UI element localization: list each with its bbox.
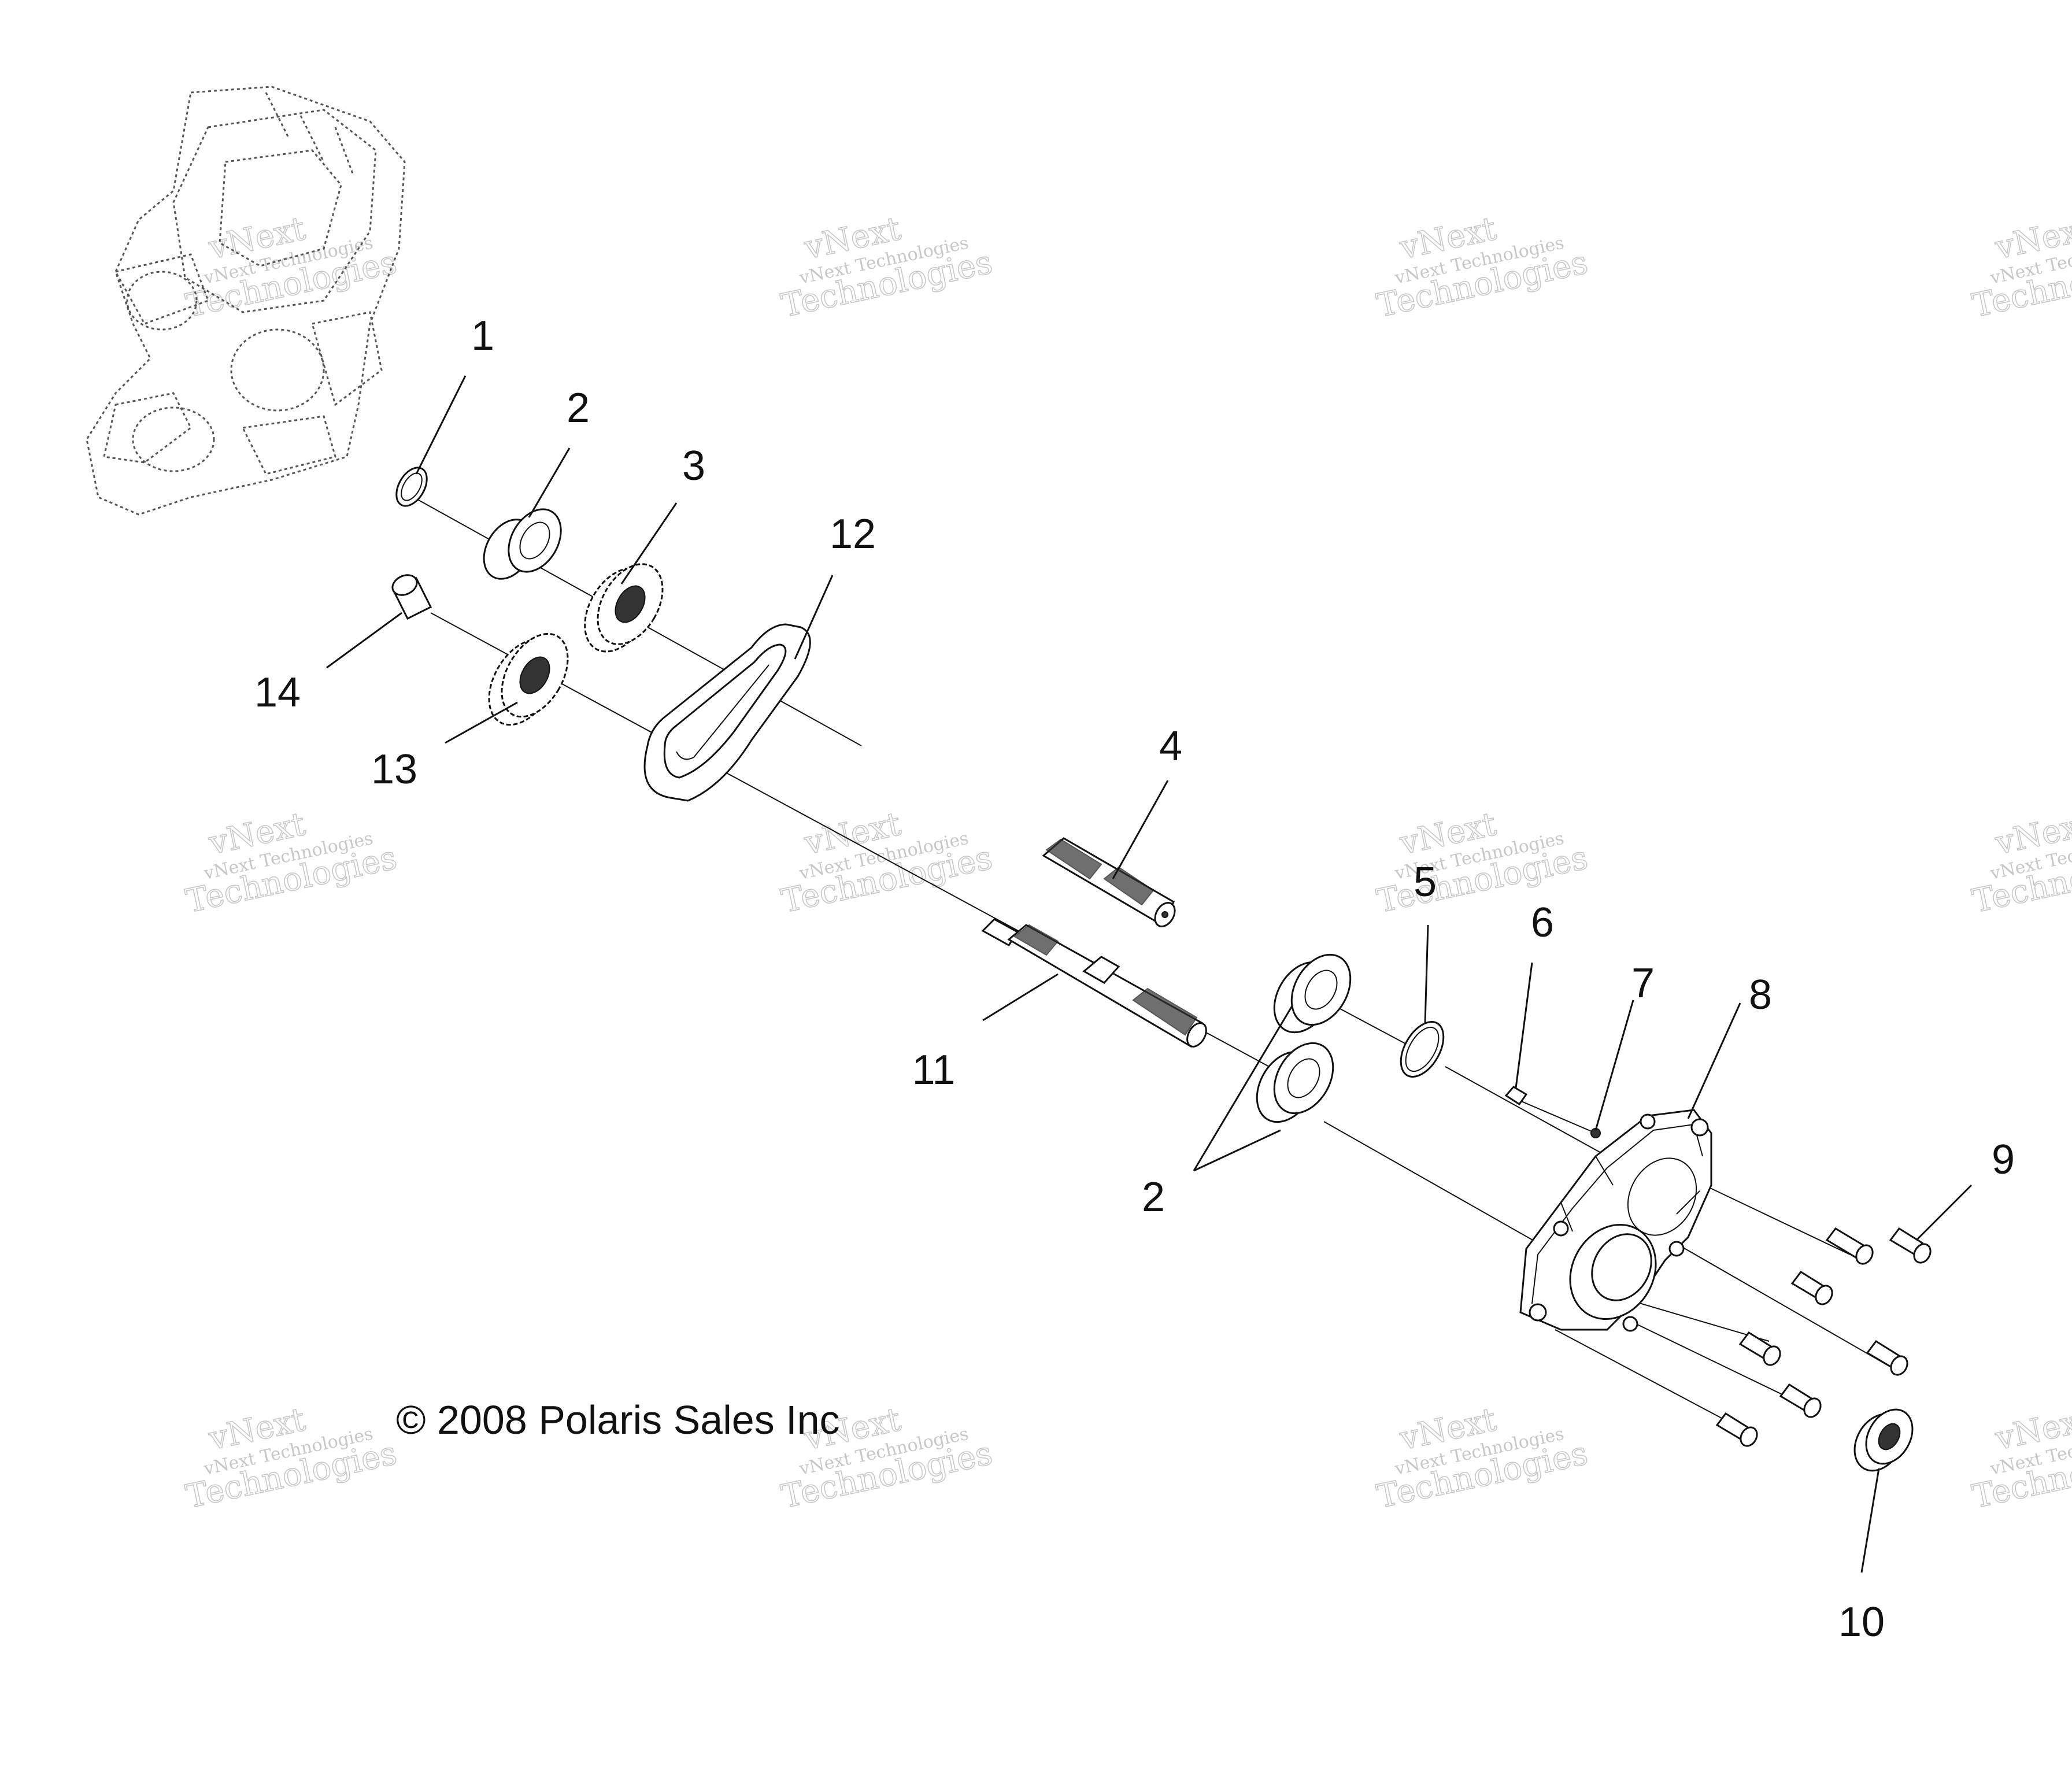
callout-7: 7 (1631, 960, 1655, 1007)
callout-13: 13 (371, 746, 417, 793)
watermark: vNext vNext Technologies Technologies (1969, 209, 2072, 325)
part-2-bearing (1256, 1042, 1334, 1123)
callout-8: 8 (1749, 972, 1772, 1018)
callout-2: 2 (1142, 1174, 1165, 1220)
callout-12: 12 (830, 511, 876, 557)
part-14-bushing (391, 574, 432, 620)
watermark: vNext vNext Technologies Technologies (182, 1400, 401, 1516)
bolt (1790, 1270, 1833, 1305)
bolt (1779, 1383, 1822, 1418)
callout-5: 5 (1414, 859, 1437, 905)
part-12-chain (643, 623, 811, 802)
watermark: vNext vNext Technologies Technologies (182, 805, 401, 921)
bolt (1889, 1227, 1932, 1264)
callout-11: 11 (912, 1047, 956, 1093)
bolt (1738, 1331, 1781, 1366)
watermarks: vNext vNext Technologies Technologies vN… (182, 209, 2072, 1516)
watermark: vNext vNext Technologies Technologies (1373, 1400, 1592, 1516)
transmission-housing-illustration (86, 86, 406, 516)
copyright-notice: © 2008 Polaris Sales Inc (396, 1397, 840, 1442)
part-2-bearing (1273, 953, 1352, 1034)
part-4-shaft (1042, 837, 1176, 927)
watermark: vNext vNext Technologies Technologies (1373, 209, 1592, 325)
callout-4: 4 (1159, 723, 1182, 769)
bolt (1825, 1227, 1874, 1265)
watermark: vNext vNext Technologies Technologies (778, 209, 996, 325)
callout-3: 3 (682, 443, 705, 489)
part-2-bearing (483, 508, 562, 580)
part-11-shaft (981, 918, 1207, 1048)
callout-2: 2 (567, 385, 590, 431)
bolt (1866, 1340, 1908, 1376)
part-8-cover-housing (1519, 1109, 1712, 1332)
callout-10: 10 (1838, 1599, 1885, 1645)
callout-labels: 1 2 3 12 14 13 4 5 6 7 8 9 11 2 10 (254, 313, 2015, 1645)
part-10-seal (1853, 1408, 1914, 1472)
part-3-gear (584, 563, 664, 653)
part-1-o-ring (395, 467, 428, 507)
part-9-bolts (1715, 1227, 1932, 1447)
callout-6: 6 (1531, 900, 1554, 946)
callout-1: 1 (471, 313, 494, 359)
leader-lines (326, 375, 1973, 1573)
part-5-o-ring (1400, 1021, 1445, 1078)
part-13-gear (488, 632, 569, 726)
watermark: vNext vNext Technologies Technologies (1373, 805, 1592, 921)
watermark: vNext vNext Technologies Technologies (1969, 805, 2072, 921)
callout-9: 9 (1992, 1137, 2015, 1183)
callout-14: 14 (254, 669, 301, 716)
part-6-fastener (1504, 1086, 1528, 1106)
bolt (1715, 1412, 1758, 1447)
watermark: vNext vNext Technologies Technologies (1969, 1400, 2072, 1516)
